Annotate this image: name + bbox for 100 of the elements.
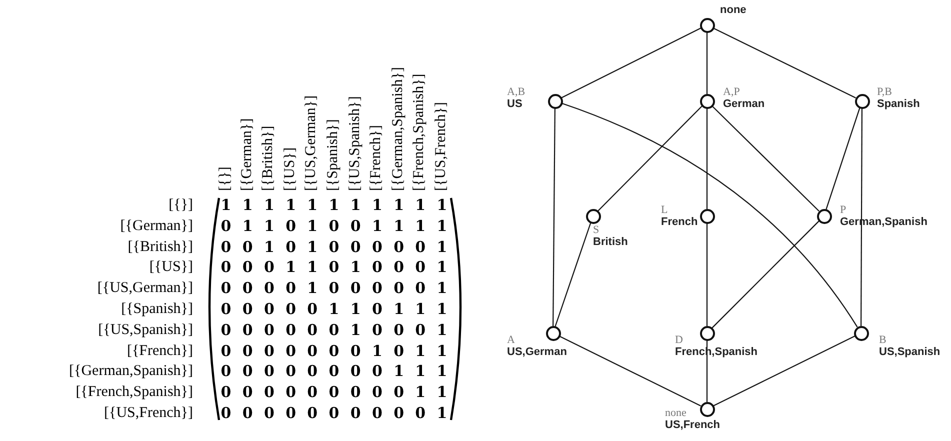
- matrix-cell-text: 0: [262, 320, 276, 339]
- matrix-cell-text: 1: [436, 196, 448, 214]
- matrix-cell-text: 0: [414, 258, 427, 276]
- matrix-cell-text: 0: [370, 300, 384, 318]
- matrix-cell-text: 0: [370, 383, 384, 402]
- lattice-line: [713, 336, 855, 406]
- lattice-line: [706, 108, 708, 209]
- lattice-line: [826, 107, 860, 210]
- matrix-cell-text: 0: [349, 342, 362, 360]
- matrix-cell-text: 1: [414, 216, 427, 235]
- matrix-cell-text: 0: [349, 279, 362, 298]
- matrix-cell-text: 0: [284, 404, 298, 422]
- matrix-cell-text: 0: [370, 320, 384, 339]
- row-header: [{British}]: [128, 238, 193, 256]
- matrix-cell-text: 0: [284, 383, 298, 402]
- matrix-cell-text: 0: [328, 362, 340, 380]
- matrix-cell-text: 0: [328, 320, 340, 339]
- matrix-cell-text: 1: [392, 300, 406, 318]
- lattice-line: [554, 222, 592, 327]
- matrix-cell-text: 1: [436, 216, 448, 235]
- object-label: P,B: [877, 86, 892, 98]
- matrix-cell-text: 0: [414, 320, 427, 339]
- matrix-cell-text: 0: [241, 342, 254, 360]
- attribute-label: Spanish: [877, 98, 920, 111]
- matrix-cell-text: 1: [241, 216, 254, 235]
- row-header: [{US,French}]: [104, 404, 193, 422]
- row-header: [{French,Spanish}]: [76, 383, 193, 402]
- object-label: L: [661, 204, 668, 216]
- column-header: [{French,Spanish}]: [411, 74, 428, 191]
- row-header: [{}]: [168, 196, 193, 214]
- matrix-cell-text: 0: [414, 404, 427, 422]
- matrix-cell-text: 0: [241, 320, 254, 339]
- attribute-label: German: [723, 98, 765, 111]
- matrix-cell-text: 0: [392, 279, 406, 298]
- matrix-cell-text: 1: [436, 258, 448, 276]
- attribute-label: none: [720, 4, 746, 17]
- matrix-cell-text: 0: [370, 258, 384, 276]
- column-header: [{}]: [217, 166, 234, 191]
- matrix-cell-text: 0: [241, 258, 254, 276]
- matrix-cell-text: 1: [306, 238, 319, 256]
- matrix-cell-text: 0: [328, 279, 340, 298]
- column-header: [{French}]: [368, 124, 386, 191]
- attribute-label: US,German: [507, 346, 567, 359]
- matrix-cell-text: 0: [220, 383, 232, 402]
- matrix-cell-text: 0: [220, 404, 232, 422]
- matrix-cell-text: 0: [241, 300, 254, 318]
- object-label: none: [665, 407, 686, 419]
- column-header: [{German,Spanish}]: [390, 67, 407, 191]
- matrix-cell-text: 0: [241, 383, 254, 402]
- attribute-label: French: [661, 216, 698, 229]
- matrix-cell-text: 0: [306, 383, 319, 402]
- matrix-cell-text: 1: [349, 320, 362, 339]
- matrix-cell-text: 0: [392, 320, 406, 339]
- lattice-line: [706, 223, 708, 326]
- lattice-line: [706, 32, 708, 94]
- matrix-cell-text: 0: [349, 362, 362, 380]
- column-header: [{US}]: [282, 147, 299, 191]
- matrix-cell-text: 0: [349, 216, 362, 235]
- attribute-label: British: [593, 236, 628, 249]
- matrix-cell-text: 1: [306, 216, 319, 235]
- matrix-cell-text: 0: [370, 362, 384, 380]
- lattice-line: [712, 106, 820, 212]
- matrix-cell-text: 0: [328, 216, 340, 235]
- matrix-cell-text: 1: [436, 404, 448, 422]
- object-label: A,B: [507, 86, 526, 98]
- matrix-cell-text: 1: [436, 342, 448, 360]
- matrix-cell-text: 0: [306, 342, 319, 360]
- matrix-cell-text: 0: [220, 238, 232, 256]
- row-header: [{US}]: [149, 258, 193, 276]
- row-header: [{German,Spanish}]: [69, 362, 193, 380]
- matrix-cell-text: 1: [436, 383, 448, 402]
- lattice-line: [706, 340, 708, 402]
- matrix-cell-text: 1: [328, 300, 340, 318]
- lattice-line: [712, 220, 820, 328]
- matrix-cell-text: 0: [220, 258, 232, 276]
- matrix-cell-text: 1: [220, 196, 232, 214]
- matrix-cell-text: 0: [328, 258, 340, 276]
- matrix-cell-text: 1: [262, 216, 276, 235]
- object-label: A,P: [723, 86, 740, 98]
- matrix-cell-text: 1: [241, 196, 254, 214]
- matrix-cell-text: 0: [262, 342, 276, 360]
- matrix-cell-text: 0: [370, 404, 384, 422]
- lattice-line: [552, 108, 556, 326]
- matrix-cell-text: 0: [349, 383, 362, 402]
- matrix-cell-text: 1: [349, 258, 362, 276]
- matrix-cell-text: 1: [306, 258, 319, 276]
- matrix-cell-text: 0: [262, 300, 276, 318]
- attribute-label: US,Spanish: [879, 346, 940, 359]
- matrix-cell-text: 1: [370, 196, 384, 214]
- matrix-cell-text: 0: [349, 404, 362, 422]
- attribute-label: US: [507, 98, 522, 111]
- matrix-cell-text: 0: [284, 279, 298, 298]
- row-header: [{US,Spanish}]: [98, 320, 193, 339]
- matrix-cell-text: 0: [392, 238, 406, 256]
- matrix-cell-text: 0: [284, 300, 298, 318]
- object-label: B: [879, 334, 886, 346]
- matrix-cell-text: 0: [284, 362, 298, 380]
- matrix-cell-text: 0: [284, 342, 298, 360]
- object-label: S: [593, 224, 600, 236]
- matrix-cell-text: 0: [370, 279, 384, 298]
